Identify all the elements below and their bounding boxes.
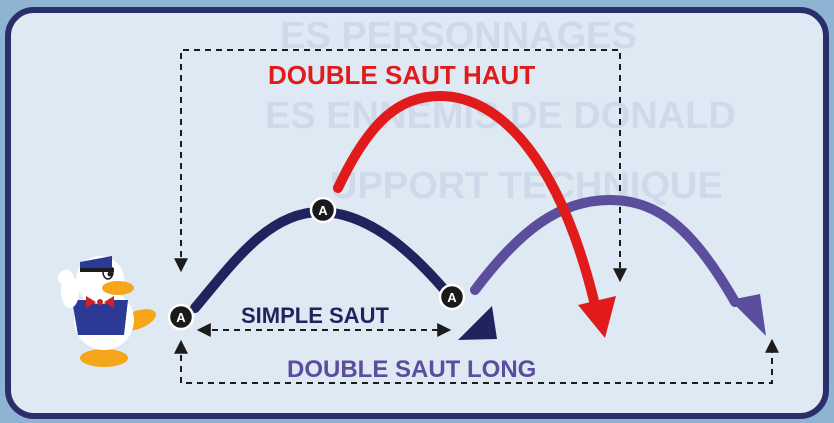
a-button-icon: A xyxy=(176,310,186,325)
high-jump-height-guide xyxy=(174,49,627,283)
a-button-node-start: A xyxy=(167,303,195,331)
long-jump-distance-guide xyxy=(174,338,779,384)
simple-jump-label: SIMPLE SAUT xyxy=(241,303,389,328)
double-high-jump-arrowhead xyxy=(578,296,616,338)
donald-duck-character xyxy=(58,256,157,367)
a-button-icon: A xyxy=(318,203,328,218)
a-button-node-landing: A xyxy=(438,283,466,311)
double-long-jump-label: DOUBLE SAUT LONG xyxy=(287,356,536,383)
frame-border xyxy=(5,7,829,419)
background-text-3: UPPORT TECHNIQUE xyxy=(330,165,723,207)
double-high-jump-arc xyxy=(333,90,600,310)
a-button-icon: A xyxy=(447,290,457,305)
double-long-jump-arc xyxy=(470,194,740,307)
simple-jump-arrowhead xyxy=(458,306,497,340)
a-button-node-peak: A xyxy=(309,196,337,224)
frame-background xyxy=(8,10,826,416)
double-long-jump-arrowhead xyxy=(730,294,766,336)
double-high-jump-label: DOUBLE SAUT HAUT xyxy=(268,60,535,90)
